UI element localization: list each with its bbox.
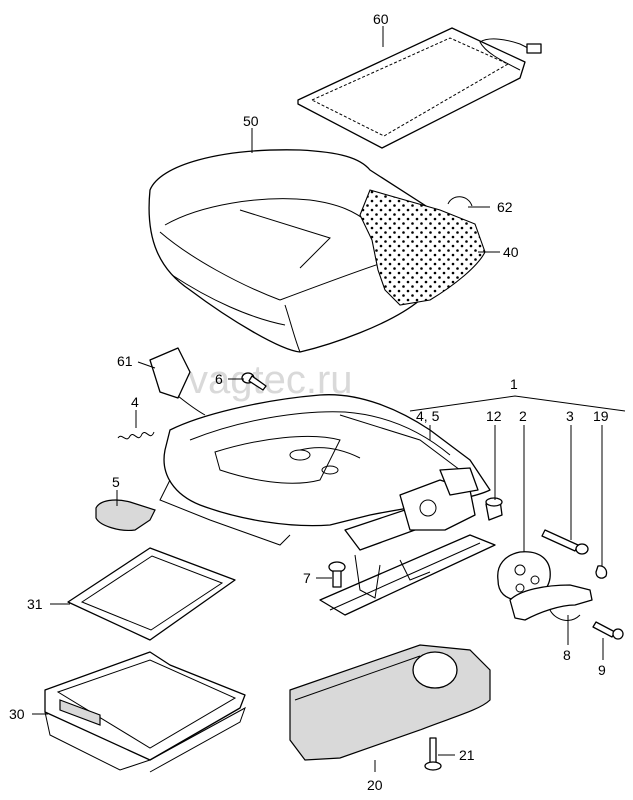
callout-4-5: 4, 5: [416, 408, 440, 424]
callout-4: 4: [131, 394, 139, 410]
callout-2: 2: [519, 408, 527, 424]
part-9-screw: [592, 621, 624, 640]
callout-3: 3: [566, 408, 574, 424]
callout-40: 40: [503, 244, 519, 260]
callout-30: 30: [9, 706, 25, 722]
part-60-heating-mat: [297, 27, 542, 149]
callout-12: 12: [486, 408, 502, 424]
callout-9: 9: [598, 662, 606, 678]
part-adjuster-mechanism: [399, 467, 479, 531]
callout-62: 62: [497, 199, 513, 215]
part-5-handle: [95, 499, 156, 531]
part-7-bolt: [328, 561, 346, 588]
part-12-bushing: [485, 497, 503, 521]
callout-19: 19: [593, 408, 609, 424]
part-21-screw: [424, 737, 442, 771]
callout-20: 20: [367, 777, 383, 793]
part-31-liner: [67, 547, 236, 641]
callout-6: 6: [215, 371, 223, 387]
callout-7: 7: [303, 570, 311, 586]
callout-labels: 60 50 62 40 61 6 1 4 4, 5 12 2 3 19 5 7 …: [9, 11, 609, 793]
callout-5: 5: [112, 474, 120, 490]
part-6-bolt: [241, 372, 267, 391]
callout-50: 50: [243, 113, 259, 129]
callout-1: 1: [510, 376, 518, 392]
part-30-tray: [44, 651, 246, 773]
callout-31: 31: [27, 596, 43, 612]
part-20-trim-cover: [289, 644, 491, 761]
callout-61: 61: [117, 353, 133, 369]
leader-lines: [32, 26, 626, 772]
part-62-clip: [447, 196, 473, 207]
callout-8: 8: [563, 647, 571, 663]
part-4-spring: [117, 431, 155, 440]
part-3-screw: [541, 529, 589, 555]
callout-60: 60: [373, 11, 389, 27]
part-8-lever: [509, 584, 593, 621]
part-61-buckle: [149, 347, 206, 416]
callout-21: 21: [459, 747, 475, 763]
part-19-cap: [595, 565, 608, 579]
